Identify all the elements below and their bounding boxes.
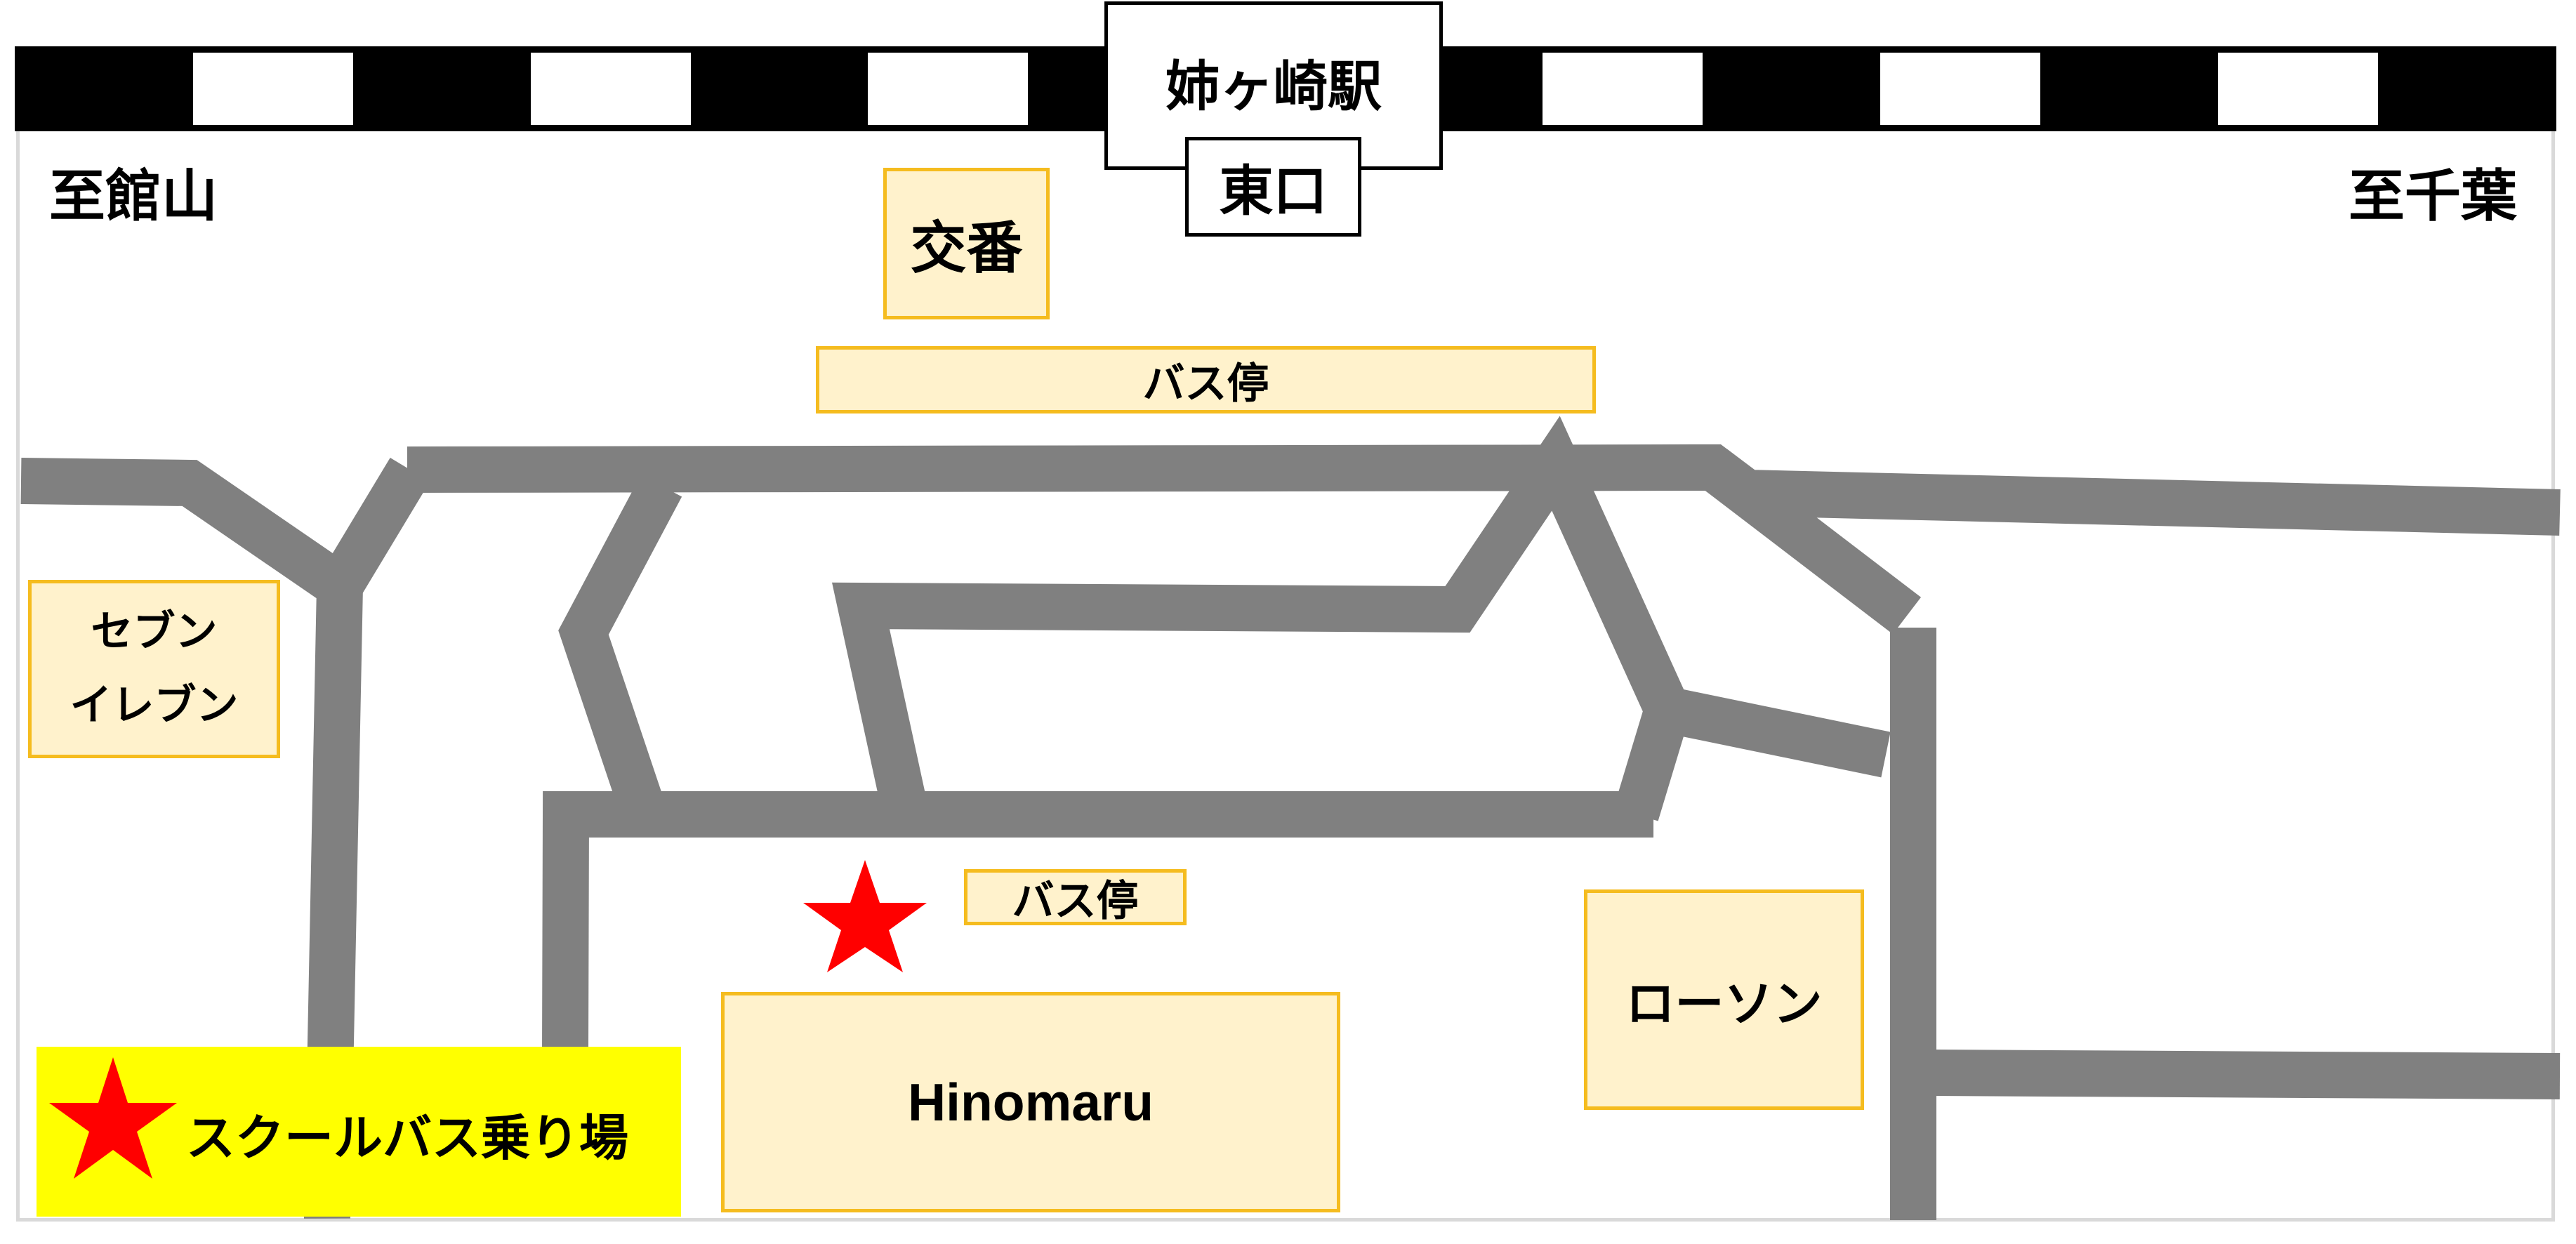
legend-star-icon: [49, 1057, 177, 1179]
bus-stop-south: バス停: [964, 869, 1187, 926]
lawson-box: ローソン: [1584, 889, 1864, 1110]
seven-eleven-label-line1: セブン: [91, 607, 218, 656]
koban-label: 交番: [910, 216, 1023, 281]
road-east-diagonal: [1698, 449, 1922, 635]
hinomaru-box: Hinomaru: [721, 992, 1340, 1212]
railway-tie: [868, 53, 1028, 125]
direction-right-label: 至千葉: [2349, 164, 2517, 229]
road-east-branch: [1663, 687, 1891, 778]
station-name: 姉ヶ崎駅: [1165, 56, 1382, 119]
railway-tie: [1543, 53, 1703, 125]
seven-eleven-label-line2: イレブン: [70, 681, 239, 730]
pickup-marker-star: [803, 860, 927, 972]
bus-stop-north-label: バス停: [1142, 359, 1269, 409]
legend-label: スクールバス乗り場: [186, 1109, 628, 1167]
station-exit: 東口: [1219, 160, 1328, 223]
direction-left-label: 至館山: [49, 164, 218, 229]
road-west: [20, 457, 430, 620]
koban-box: 交番: [883, 168, 1050, 319]
school-bus-stop-legend: スクールバス乗り場: [37, 1047, 681, 1217]
road-inner-loop: [832, 416, 1693, 821]
railway-tie: [1880, 53, 2040, 125]
road-inner-left: [558, 475, 682, 822]
bus-stop-south-label: バス停: [1012, 876, 1139, 926]
railway-tie: [531, 53, 691, 125]
hinomaru-label: Hinomaru: [907, 1073, 1154, 1132]
railway-tie: [2218, 53, 2378, 125]
lawson-label: ローソン: [1625, 974, 1823, 1033]
road-east-lower: [1930, 1050, 2561, 1099]
seven-eleven-box: セブン イレブン: [28, 580, 280, 758]
road-mid-horizontal: [542, 791, 1653, 1054]
star-icon: [803, 860, 927, 972]
railway-tie: [193, 53, 353, 125]
bus-stop-north: バス停: [816, 346, 1596, 413]
road-north-main: [407, 444, 2561, 536]
station-exit-sign: 東口: [1185, 137, 1361, 237]
